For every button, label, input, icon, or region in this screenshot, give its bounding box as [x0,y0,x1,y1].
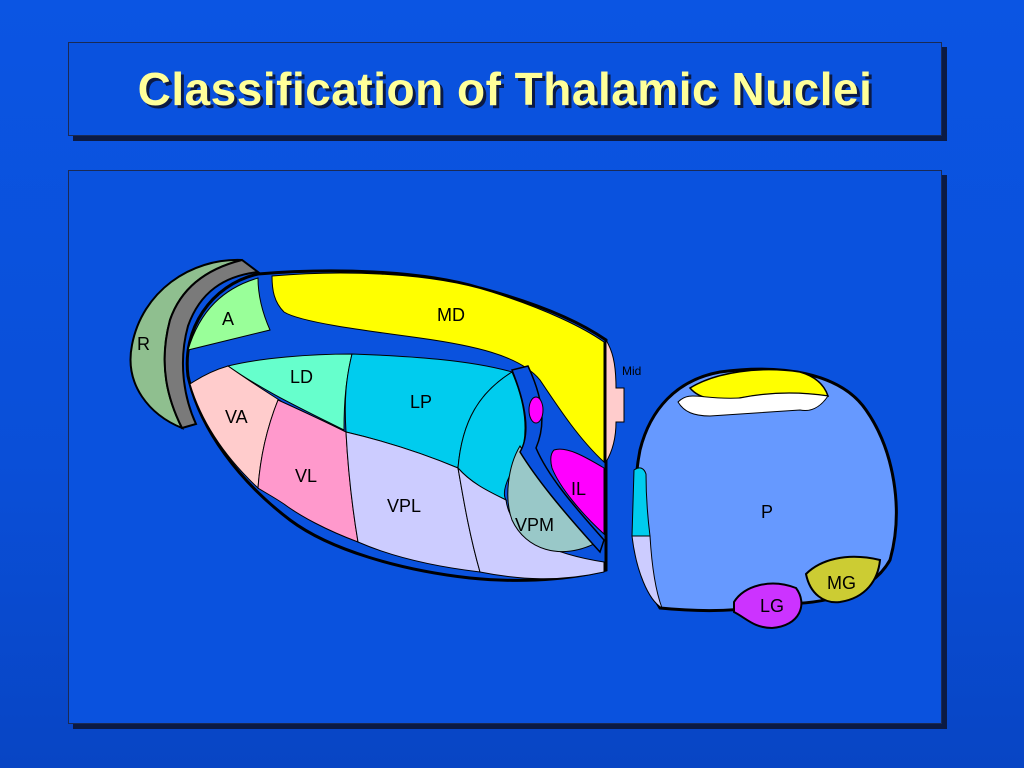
label-mg: MG [827,573,856,593]
label-ld: LD [290,367,313,387]
label-lg: LG [760,596,784,616]
label-il: IL [571,479,586,499]
label-vpm: VPM [515,515,554,535]
label-mid: Mid [622,364,641,378]
label-vpl: VPL [387,496,421,516]
label-lp: LP [410,392,432,412]
label-a: A [222,309,234,329]
label-p: P [761,502,773,522]
label-vl: VL [295,466,317,486]
label-va: VA [225,407,248,427]
nucleus-mid-region [606,340,624,462]
label-r: R [137,334,150,354]
label-md: MD [437,305,465,325]
nucleus-il-small [529,397,543,423]
